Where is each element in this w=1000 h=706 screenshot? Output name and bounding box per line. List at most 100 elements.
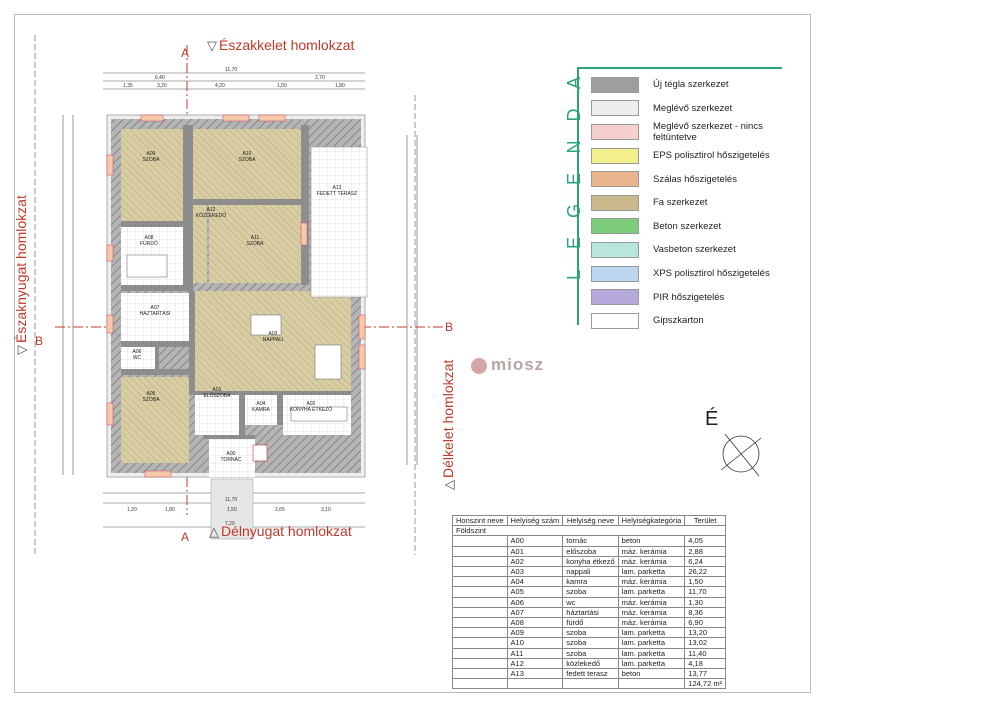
table-cell bbox=[452, 535, 508, 547]
legend-label: XPS polisztirol hőszigetelés bbox=[653, 268, 770, 280]
svg-text:A02: A02 bbox=[307, 401, 316, 407]
legend-item: Gipszkarton bbox=[591, 309, 793, 333]
legend-label: Beton szerkezet bbox=[653, 220, 722, 232]
elevation-label-south-west: △Délnyugat homlokzat bbox=[209, 523, 352, 539]
table-cell: 8,36 bbox=[684, 606, 727, 619]
svg-text:KÖZLEKEDŐ: KÖZLEKEDŐ bbox=[196, 212, 227, 219]
table-cell: A13 bbox=[506, 668, 564, 680]
svg-text:1,35: 1,35 bbox=[123, 83, 133, 89]
table-cell: 6,90 bbox=[684, 617, 727, 629]
svg-text:A03: A03 bbox=[269, 331, 278, 337]
table-cell: fedett terasz bbox=[562, 668, 619, 680]
table-cell: 4,18 bbox=[684, 657, 727, 670]
svg-text:A10: A10 bbox=[243, 151, 252, 157]
legend-item: Beton szerkezet bbox=[591, 215, 793, 239]
table-cell bbox=[452, 657, 508, 670]
table-header-cell: Helyiségkategória bbox=[617, 514, 686, 527]
table-cell bbox=[452, 596, 508, 608]
table-cell bbox=[452, 637, 508, 649]
table-cell: 13,02 bbox=[684, 637, 727, 649]
svg-text:SZOBA: SZOBA bbox=[239, 157, 257, 163]
svg-text:ELŐSZOBA: ELŐSZOBA bbox=[204, 392, 232, 399]
table-cell bbox=[452, 627, 508, 639]
legend-label: Meglévő szerkezet - nincs feltüntetve bbox=[653, 120, 763, 143]
svg-text:1,80: 1,80 bbox=[165, 507, 175, 513]
table-cell: háztartási bbox=[562, 606, 619, 619]
table-cell bbox=[452, 566, 508, 578]
table-cell: lam. parketta bbox=[617, 627, 686, 639]
legend-divider bbox=[577, 67, 782, 69]
elevation-label-north-east: ▽Északkelet homlokzat bbox=[207, 37, 355, 53]
table-header-cell: Honszint neve bbox=[452, 514, 508, 527]
legend-item: Meglévő szerkezet bbox=[591, 97, 793, 121]
svg-text:1,50: 1,50 bbox=[227, 507, 237, 513]
legend-item: EPS polisztirol hőszigetelés bbox=[591, 144, 793, 168]
table-cell bbox=[452, 586, 508, 598]
table-header-cell: Helyiség neve bbox=[562, 514, 619, 527]
svg-text:1,20: 1,20 bbox=[127, 507, 137, 513]
legend-label: Vasbeton szerkezet bbox=[653, 244, 736, 256]
table-cell: máz. kerámia bbox=[617, 555, 686, 568]
svg-text:1,80: 1,80 bbox=[335, 83, 345, 89]
legend-label: Szálas hőszigetelés bbox=[653, 173, 737, 185]
table-cell: lam. parketta bbox=[617, 647, 686, 659]
table-cell bbox=[452, 576, 508, 588]
floor-plan: 11,70 6,402,70 1,353,204,201,501,80 11,7… bbox=[34, 35, 453, 555]
legend-divider bbox=[577, 67, 579, 325]
svg-text:4,20: 4,20 bbox=[215, 83, 225, 89]
table-total-row: 124,72 m² bbox=[452, 678, 727, 690]
legend-label: PIR hőszigetelés bbox=[653, 291, 725, 303]
svg-text:A01: A01 bbox=[213, 387, 222, 393]
table-cell: A03 bbox=[506, 566, 564, 578]
elevation-label-south-east: △Délkelet homlokzat bbox=[440, 359, 456, 490]
table-cell: szoba bbox=[562, 586, 619, 598]
north-label: É bbox=[705, 408, 719, 430]
svg-text:A04: A04 bbox=[257, 401, 266, 407]
legend-item: PIR hőszigetelés bbox=[591, 285, 793, 309]
table-cell: A12 bbox=[506, 657, 564, 670]
legend-swatch bbox=[591, 312, 639, 329]
legend-swatch bbox=[591, 194, 639, 211]
table-cell: 13,20 bbox=[684, 627, 727, 639]
legend-swatch bbox=[591, 76, 639, 93]
svg-text:FÜRDŐ: FÜRDŐ bbox=[140, 240, 158, 247]
svg-text:B: B bbox=[35, 334, 43, 348]
table-cell: 11,40 bbox=[684, 647, 727, 659]
legend-item: Meglévő szerkezet - nincs feltüntetve bbox=[591, 120, 793, 144]
legend-swatch bbox=[591, 289, 639, 306]
legend-swatch bbox=[591, 218, 639, 235]
table-cell: 124,72 m² bbox=[684, 678, 727, 690]
legend-title: A D N E G E L bbox=[564, 77, 584, 281]
svg-text:HÁZTARTÁSI: HÁZTARTÁSI bbox=[140, 310, 171, 317]
table-cell: máz. kerámia bbox=[617, 596, 686, 608]
table-header-cell: Terület bbox=[684, 514, 727, 527]
table-floor-row: Földszint bbox=[451, 525, 727, 537]
svg-text:A13: A13 bbox=[333, 185, 342, 191]
legend-label: Új tégla szerkezet bbox=[653, 79, 729, 91]
svg-text:A: A bbox=[181, 46, 189, 60]
svg-text:FEDETT TERASZ: FEDETT TERASZ bbox=[317, 191, 357, 197]
table-cell: 6,24 bbox=[684, 555, 727, 568]
svg-text:11,70: 11,70 bbox=[225, 497, 237, 503]
table-cell bbox=[452, 606, 508, 619]
table-cell: A09 bbox=[506, 627, 564, 639]
table-cell: A11 bbox=[506, 647, 564, 659]
table-cell: fürdő bbox=[562, 617, 619, 629]
table-cell: beton bbox=[617, 535, 686, 547]
table-header-cell: Helyiség szám bbox=[506, 514, 564, 527]
